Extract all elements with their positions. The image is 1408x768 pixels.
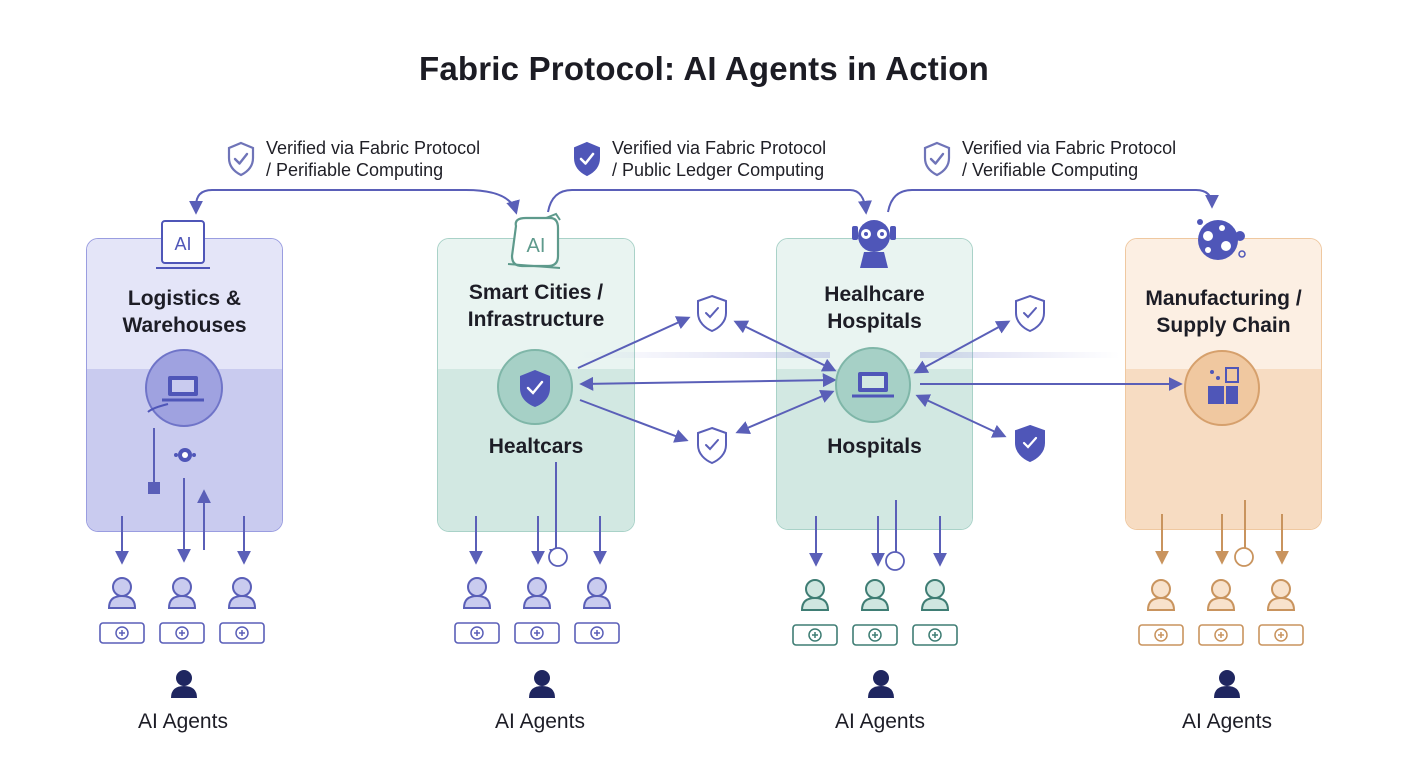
- agent-icon: [107, 577, 137, 609]
- panel-title-line-2: Hospitals: [827, 310, 922, 333]
- add-badge-icon: [99, 622, 145, 644]
- add-badge-icon: [852, 624, 898, 646]
- mid-connectors: [577, 316, 1183, 443]
- panel-title-line-2: Supply Chain: [1156, 314, 1291, 337]
- ai-agent-icon: [171, 670, 197, 698]
- internal-connectors: [148, 428, 1246, 563]
- agent-icon: [227, 577, 257, 609]
- factory-node-icon: [1184, 350, 1260, 426]
- panel-title-line-2: Infrastructure: [467, 308, 605, 331]
- shield-check-icon: [1015, 424, 1045, 463]
- add-badge-icon: [792, 624, 838, 646]
- verification-label-1: Verified via Fabric Protocol / Perifiabl…: [227, 137, 481, 181]
- laptop-node-icon: [145, 349, 223, 427]
- panel-title-line-1: Manufacturing /: [1145, 287, 1302, 310]
- agent-icon: [800, 579, 830, 611]
- agent-icon: [1146, 579, 1176, 611]
- shield-check-icon: [1015, 294, 1045, 333]
- agent-icon: [522, 577, 552, 609]
- panel-subtitle: Hospitals: [827, 435, 922, 458]
- verification-label-3: Verified via Fabric Protocol / Verifiabl…: [923, 137, 1177, 181]
- svg-text:AI: AI: [527, 235, 546, 257]
- panel-smart-cities: Smart Cities / Infrastructure Healtcars: [437, 238, 635, 532]
- agents-label-4: AI Agents: [1182, 710, 1272, 733]
- add-badge-icon: [454, 622, 500, 644]
- agent-icon: [167, 577, 197, 609]
- signal-band: [920, 352, 1120, 358]
- shield-check-icon: [923, 141, 951, 177]
- panel-title-line-1: Logistics &: [127, 287, 242, 310]
- signal-band: [580, 352, 830, 358]
- small-gear-icon: [174, 448, 196, 462]
- panel-title-line-1: Healhcare: [824, 283, 925, 306]
- add-badge-icon: [1198, 624, 1244, 646]
- agent-icon: [462, 577, 492, 609]
- ai-agent-icon: [1214, 670, 1240, 698]
- panel-title: Manufacturing / Supply Chain: [1126, 285, 1321, 339]
- panel-title-line-1: Smart Cities /: [468, 281, 604, 304]
- agents-label-2: AI Agents: [495, 710, 585, 733]
- agents-label-3: AI Agents: [835, 710, 925, 733]
- top-connectors: [189, 189, 1219, 215]
- add-badge-icon: [159, 622, 205, 644]
- ai-tag-icon: AI: [507, 212, 561, 269]
- laptop-node-icon: [835, 347, 911, 423]
- agent-icon: [582, 577, 612, 609]
- verification-line-2: / Public Ledger Computing: [612, 160, 825, 180]
- shield-node-icon: [497, 349, 573, 425]
- shield-check-icon: [697, 426, 727, 465]
- verification-line-1: Verified via Fabric Protocol: [962, 138, 1177, 158]
- verification-line-1: Verified via Fabric Protocol: [612, 138, 827, 158]
- agent-icon: [1266, 579, 1296, 611]
- verification-label-2: Verified via Fabric Protocol / Public Le…: [574, 137, 827, 181]
- add-badge-icon: [574, 622, 620, 644]
- add-badge-icon: [514, 622, 560, 644]
- agent-icon: [860, 579, 890, 611]
- svg-text:AI: AI: [174, 234, 191, 254]
- verification-line-2: / Verifiable Computing: [962, 160, 1139, 180]
- agent-icon: [920, 579, 950, 611]
- diagram-title: Fabric Protocol: AI Agents in Action: [418, 50, 990, 87]
- gear-cluster-icon: [1197, 219, 1246, 260]
- panel-title: Healhcare Hospitals: [777, 281, 972, 335]
- laptop-ai-icon: AI: [156, 220, 210, 269]
- shield-check-icon: [227, 141, 255, 177]
- ai-agent-icon: [868, 670, 894, 698]
- verification-line-2: / Perifiable Computing: [266, 160, 444, 180]
- add-badge-icon: [1258, 624, 1304, 646]
- verification-line-1: Verified via Fabric Protocol: [266, 138, 481, 158]
- panel-title: Smart Cities / Infrastructure: [438, 279, 634, 333]
- agent-arrows: [115, 514, 1289, 567]
- panel-title: Logistics & Warehouses: [87, 285, 282, 339]
- token-icon: [548, 547, 1254, 571]
- ai-agent-icon: [529, 670, 555, 698]
- panel-title-line-2: Warehouses: [122, 314, 247, 337]
- robot-head-icon: [852, 220, 896, 268]
- agents-label-1: AI Agents: [138, 710, 228, 733]
- shield-check-icon: [574, 141, 600, 177]
- panel-subtitle: Healtcars: [488, 435, 584, 458]
- shield-check-icon: [697, 294, 727, 333]
- agent-icon: [1206, 579, 1236, 611]
- add-badge-icon: [1138, 624, 1184, 646]
- add-badge-icon: [912, 624, 958, 646]
- add-badge-icon: [219, 622, 265, 644]
